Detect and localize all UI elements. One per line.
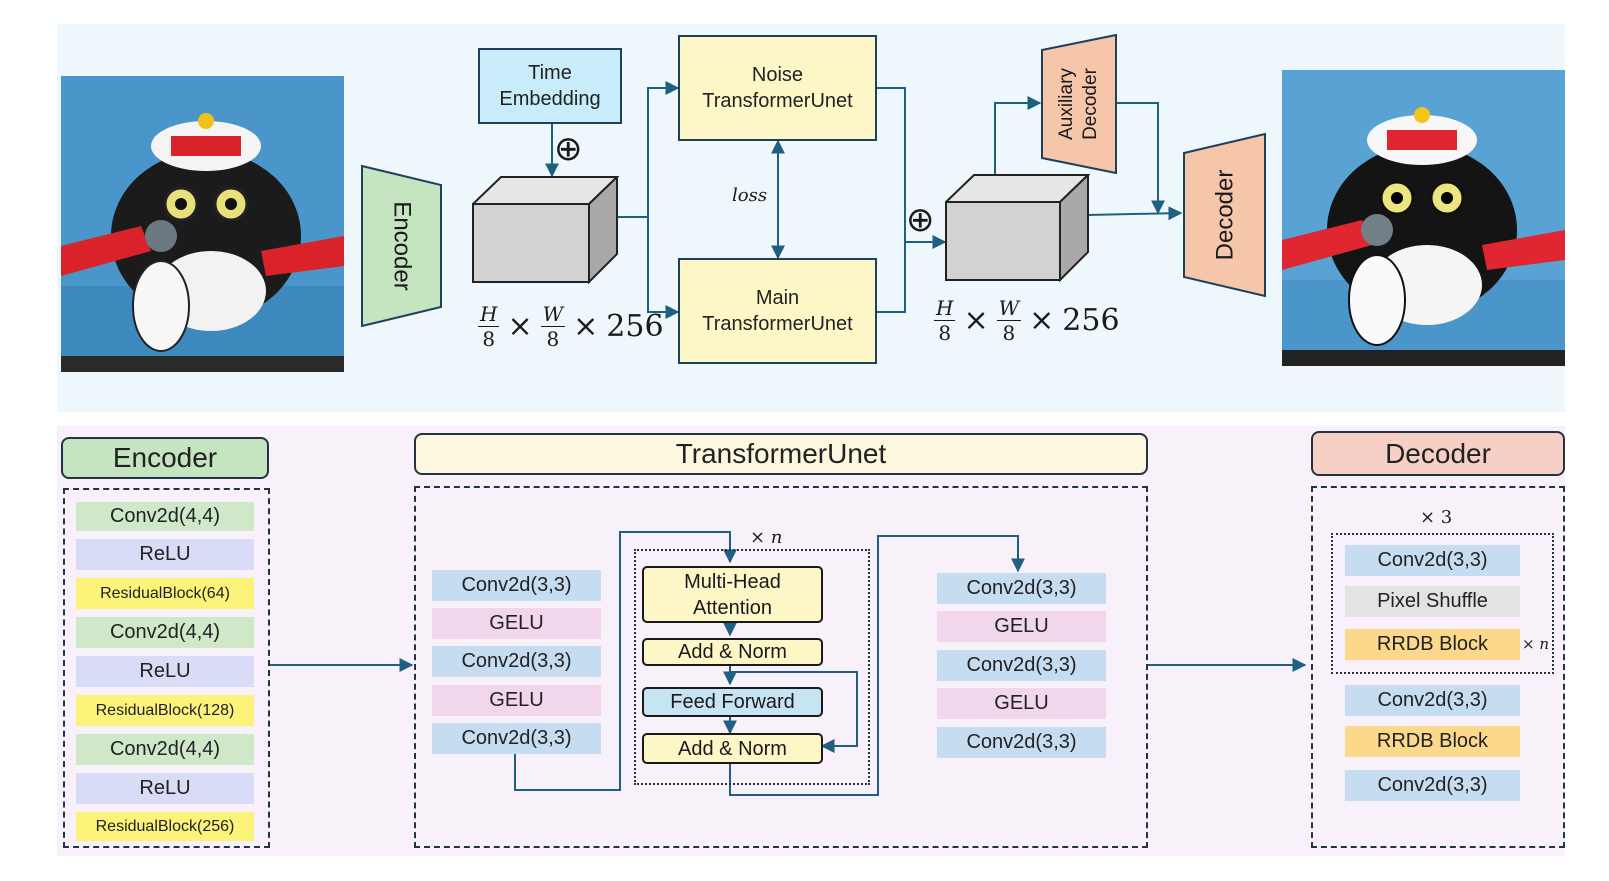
decoder-layer-stack (1311, 486, 1565, 848)
auxiliary-decoder-label: Auxiliary Decoder (1056, 68, 1101, 140)
encoder-layer-conv: Conv2d(4,4) (76, 617, 254, 648)
decoder-label: Decoder (1211, 169, 1238, 261)
encoder-layer-conv: Conv2d(4,4) (76, 502, 254, 531)
encoder-layer-conv: Conv2d(4,4) (76, 734, 254, 765)
encoder-layer-relu: ReLU (76, 539, 254, 570)
encoder-label: Encoder (389, 201, 417, 291)
add-norm-box: Add & Norm (642, 638, 823, 666)
attention-to-right-arrow (729, 535, 1025, 796)
decoder-layer-conv: Conv2d(3,3) (1345, 545, 1520, 576)
plus-icon: ⊕ (554, 130, 583, 168)
main-transformerunet-label: Main TransformerUnet (702, 287, 853, 335)
feed-forward-box: Feed Forward (642, 687, 823, 717)
main-to-latent-line (877, 242, 906, 313)
transformerunet-header: TransformerUnet (414, 433, 1148, 475)
transformer-repeat-label: × n (750, 527, 783, 548)
time-embedding-box: Time Embedding (478, 48, 622, 124)
decoder-layer-conv: Conv2d(3,3) (1345, 685, 1520, 716)
loss-label: loss (732, 185, 768, 206)
input-image (61, 76, 344, 372)
rrdb-repeat-label: × n (1522, 635, 1549, 653)
decoder-repeat-block (1331, 533, 1554, 674)
encoder-layer-stack: Conv2d(4,4) ReLU ResidualBlock(64) Conv2… (63, 488, 270, 848)
cube-to-noise-arrow (618, 81, 680, 218)
latent-to-aux-arrow (994, 96, 1042, 174)
left-to-attention-arrow (514, 531, 737, 791)
decoder-layer-rrdb: RRDB Block (1345, 629, 1520, 660)
latent-cube-input (470, 174, 620, 285)
unet-right-conv: Conv2d(3,3) (937, 650, 1106, 681)
unet-left-conv: Conv2d(3,3) (432, 723, 601, 754)
unet-right-conv: Conv2d(3,3) (937, 573, 1106, 604)
merge-plus-icon: ⊕ (906, 201, 935, 239)
unet-left-conv: Conv2d(3,3) (432, 646, 601, 677)
unet-left-gelu: GELU (432, 608, 601, 639)
unet-left-conv: Conv2d(3,3) (432, 570, 601, 601)
latent-to-decoder-arrow (1087, 206, 1183, 221)
encoder-block: Encoder (361, 164, 443, 328)
decoder-repeat-label: × 3 (1420, 507, 1453, 528)
encoder-layer-relu: ReLU (76, 773, 254, 804)
noise-to-latent-arrow (877, 87, 947, 249)
time-embedding-label: Time Embedding (499, 62, 601, 110)
latent-cube-output (943, 172, 1091, 283)
residual-arrow (730, 671, 858, 753)
decoder-layer-pixel-shuffle: Pixel Shuffle (1345, 586, 1520, 617)
auxiliary-decoder-block: Auxiliary Decoder (1040, 33, 1118, 175)
multi-head-attention-box: Multi-Head Attention (642, 566, 823, 623)
add-norm-box: Add & Norm (642, 733, 823, 764)
decoder-layer-conv: Conv2d(3,3) (1345, 770, 1520, 801)
multi-head-attention-label: Multi-Head Attention (684, 570, 781, 619)
unet-left-gelu: GELU (432, 685, 601, 716)
decoder-layer-rrdb: RRDB Block (1345, 726, 1520, 757)
decoder-block: Decoder (1183, 132, 1267, 298)
encoder-layer-relu: ReLU (76, 656, 254, 687)
encoder-layer-residual: ResidualBlock(64) (76, 578, 254, 609)
transformer-block (634, 549, 870, 785)
main-transformerunet-box: Main TransformerUnet (678, 258, 877, 364)
encoder-layer-residual: ResidualBlock(128) (76, 695, 254, 726)
unet-right-conv: Conv2d(3,3) (937, 727, 1106, 758)
cube-to-main-arrow (647, 217, 680, 319)
aux-to-decoder-arrow (1116, 102, 1165, 215)
encoder-header: Encoder (61, 437, 269, 479)
transformerunet-body (414, 486, 1148, 848)
noise-transformerunet-box: Noise TransformerUnet (678, 35, 877, 141)
output-image (1282, 70, 1565, 366)
decoder-header: Decoder (1311, 431, 1565, 476)
noise-transformerunet-label: Noise TransformerUnet (702, 64, 853, 112)
unet-right-gelu: GELU (937, 688, 1106, 719)
encoder-layer-residual: ResidualBlock(256) (76, 812, 254, 841)
unet-right-gelu: GELU (937, 611, 1106, 642)
